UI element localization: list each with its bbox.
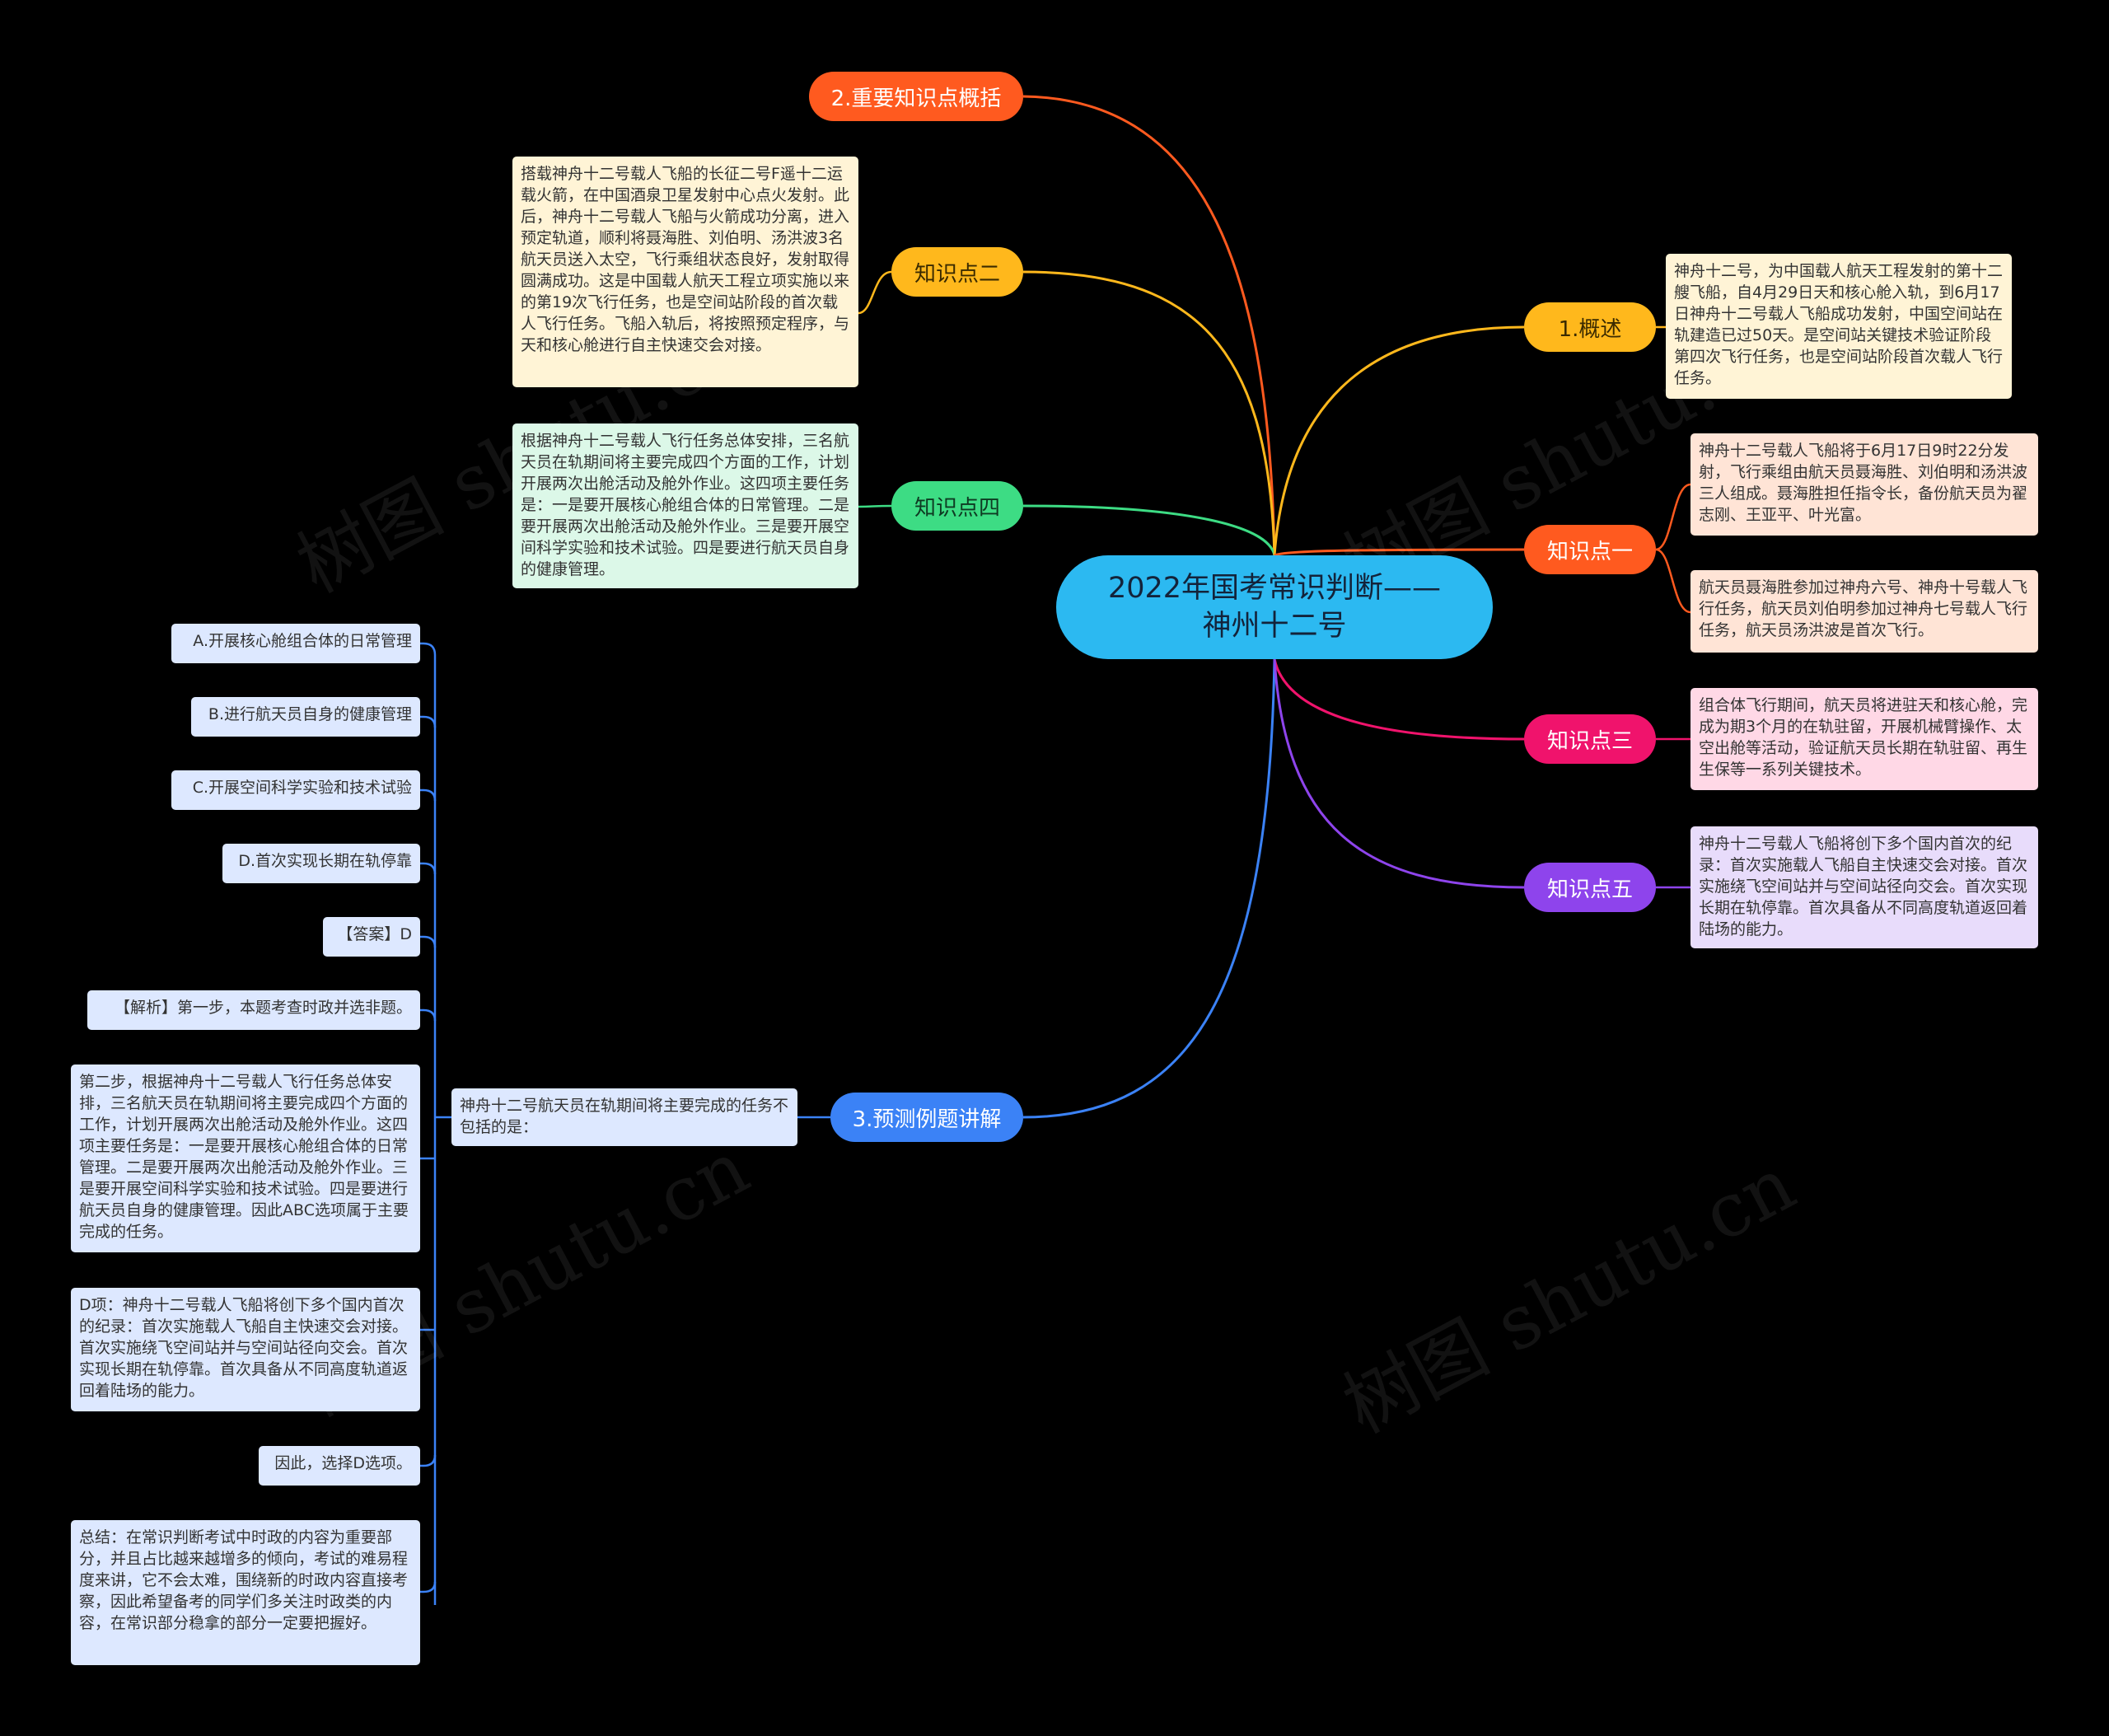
branch-knowledge-point-1[interactable]: 知识点一 [1524,525,1656,574]
option-a: A.开展核心舱组合体的日常管理 [171,624,420,663]
question-node: 神舟十二号航天员在轨期间将主要完成的任务不包括的是： [451,1088,797,1146]
branch-key-points-summary[interactable]: 2.重要知识点概括 [809,72,1023,121]
answer: 【答案】D [323,917,420,957]
option-b: B.进行航天员自身的健康管理 [191,697,420,737]
analysis-option-d: D项：神舟十二号载人飞船将创下多个国内首次的纪录：首次实施载人飞船自主快速交会对… [71,1288,420,1411]
note-knowledge-point-2: 搭载神舟十二号载人飞船的长征二号F遥十二运载火箭，在中国酒泉卫星发射中心点火发射… [512,157,858,387]
branch-knowledge-point-5[interactable]: 知识点五 [1524,863,1656,912]
branch-knowledge-point-3[interactable]: 知识点三 [1524,714,1656,764]
note-knowledge-point-1-a: 神舟十二号载人飞船将于6月17日9时22分发射，飞行乘组由航天员聂海胜、刘伯明和… [1690,433,2038,536]
branch-example-question[interactable]: 3.预测例题讲解 [830,1093,1023,1142]
branch-knowledge-point-2[interactable]: 知识点二 [891,247,1023,297]
central-topic[interactable]: 2022年国考常识判断—— 神州十二号 [1056,555,1493,659]
analysis-step-2: 第二步，根据神舟十二号载人飞行任务总体安排，三名航天员在轨期间将主要完成四个方面… [71,1065,420,1252]
summary: 总结：在常识判断考试中时政的内容为重要部分，并且占比越来越增多的倾向，考试的难易… [71,1520,420,1665]
conclusion: 因此，选择D选项。 [259,1446,420,1486]
note-knowledge-point-1-b: 航天员聂海胜参加过神舟六号、神舟十号载人飞行任务，航天员刘伯明参加过神舟七号载人… [1690,570,2038,653]
analysis-step-1: 【解析】第一步，本题考查时政并选非题。 [87,990,420,1030]
note-knowledge-point-5: 神舟十二号载人飞船将创下多个国内首次的纪录：首次实施载人飞船自主快速交会对接。首… [1690,826,2038,948]
note-knowledge-point-3: 组合体飞行期间，航天员将进驻天和核心舱，完成为期3个月的在轨驻留，开展机械臂操作… [1690,688,2038,790]
note-knowledge-point-4: 根据神舟十二号载人飞行任务总体安排，三名航天员在轨期间将主要完成四个方面的工作，… [512,423,858,588]
branch-overview[interactable]: 1.概述 [1524,302,1656,352]
note-overview: 神舟十二号，为中国载人航天工程发射的第十二艘飞船，自4月29日天和核心舱入轨，到… [1666,254,2012,399]
option-d: D.首次实现长期在轨停靠 [222,844,420,883]
branch-knowledge-point-4[interactable]: 知识点四 [891,481,1023,531]
option-c: C.开展空间科学实验和技术试验 [171,770,420,810]
